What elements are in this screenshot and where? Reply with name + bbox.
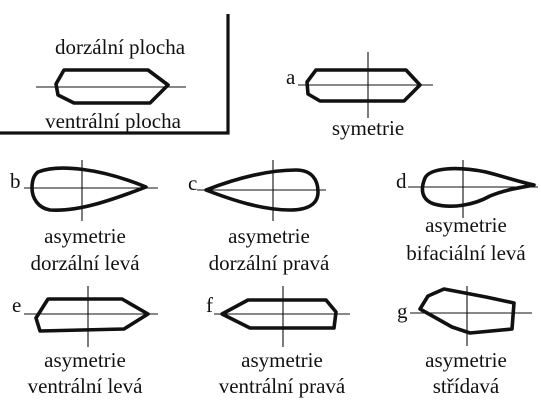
shape-a-caption: symetrie (332, 116, 404, 140)
shape-a: a symetrie (286, 52, 433, 140)
shape-c-caption-line2: dorzální pravá (209, 251, 330, 275)
shape-e-letter: e (12, 293, 21, 317)
shape-g-letter: g (397, 299, 408, 323)
shape-g-caption-line2: střídavá (433, 374, 500, 398)
shape-g: g asymetrie střídavá (397, 286, 532, 398)
legend-dorsal-label: dorzální plocha (55, 35, 186, 59)
shape-e: e asymetrie ventrální levá (12, 286, 158, 398)
legend-ventral-label: ventrální plocha (45, 109, 182, 133)
shape-a-outline (305, 68, 422, 103)
shape-e-caption-line1: asymetrie (44, 348, 126, 372)
legend-symmetric-outline (54, 68, 170, 105)
shape-d: d asymetrie bifaciální levá (396, 160, 538, 265)
shape-f-letter: f (206, 293, 213, 317)
legend-frame (0, 14, 230, 135)
shape-f-outline (220, 298, 338, 330)
legend-outline (36, 68, 186, 105)
shape-e-outline (34, 297, 150, 333)
shape-b-caption-line1: asymetrie (44, 224, 126, 248)
shape-d-caption-line2: bifaciální levá (406, 241, 526, 265)
shape-d-caption-line1: asymetrie (425, 213, 507, 237)
shape-f-caption-line2: ventrální pravá (219, 374, 346, 398)
shape-d-outline (420, 166, 536, 208)
shape-g-outline (418, 287, 516, 335)
shape-e-caption-line2: ventrální levá (28, 374, 144, 398)
shape-b: b asymetrie dorzální levá (10, 160, 158, 275)
shape-c: c asymetrie dorzální pravá (188, 160, 330, 275)
shape-g-caption-line1: asymetrie (425, 348, 507, 372)
shape-b-caption-line2: dorzální levá (30, 251, 140, 275)
shape-a-letter: a (286, 65, 296, 89)
shape-c-letter: c (188, 171, 197, 195)
legend-group: dorzální plocha ventrální plocha (0, 14, 230, 135)
shape-b-letter: b (10, 169, 21, 193)
shape-c-caption-line1: asymetrie (228, 224, 310, 248)
shape-c-outline (204, 168, 320, 212)
shape-b-outline (30, 166, 148, 213)
shape-f: f asymetrie ventrální pravá (206, 286, 350, 398)
shape-f-caption-line1: asymetrie (241, 348, 323, 372)
shape-d-letter: d (396, 169, 407, 193)
